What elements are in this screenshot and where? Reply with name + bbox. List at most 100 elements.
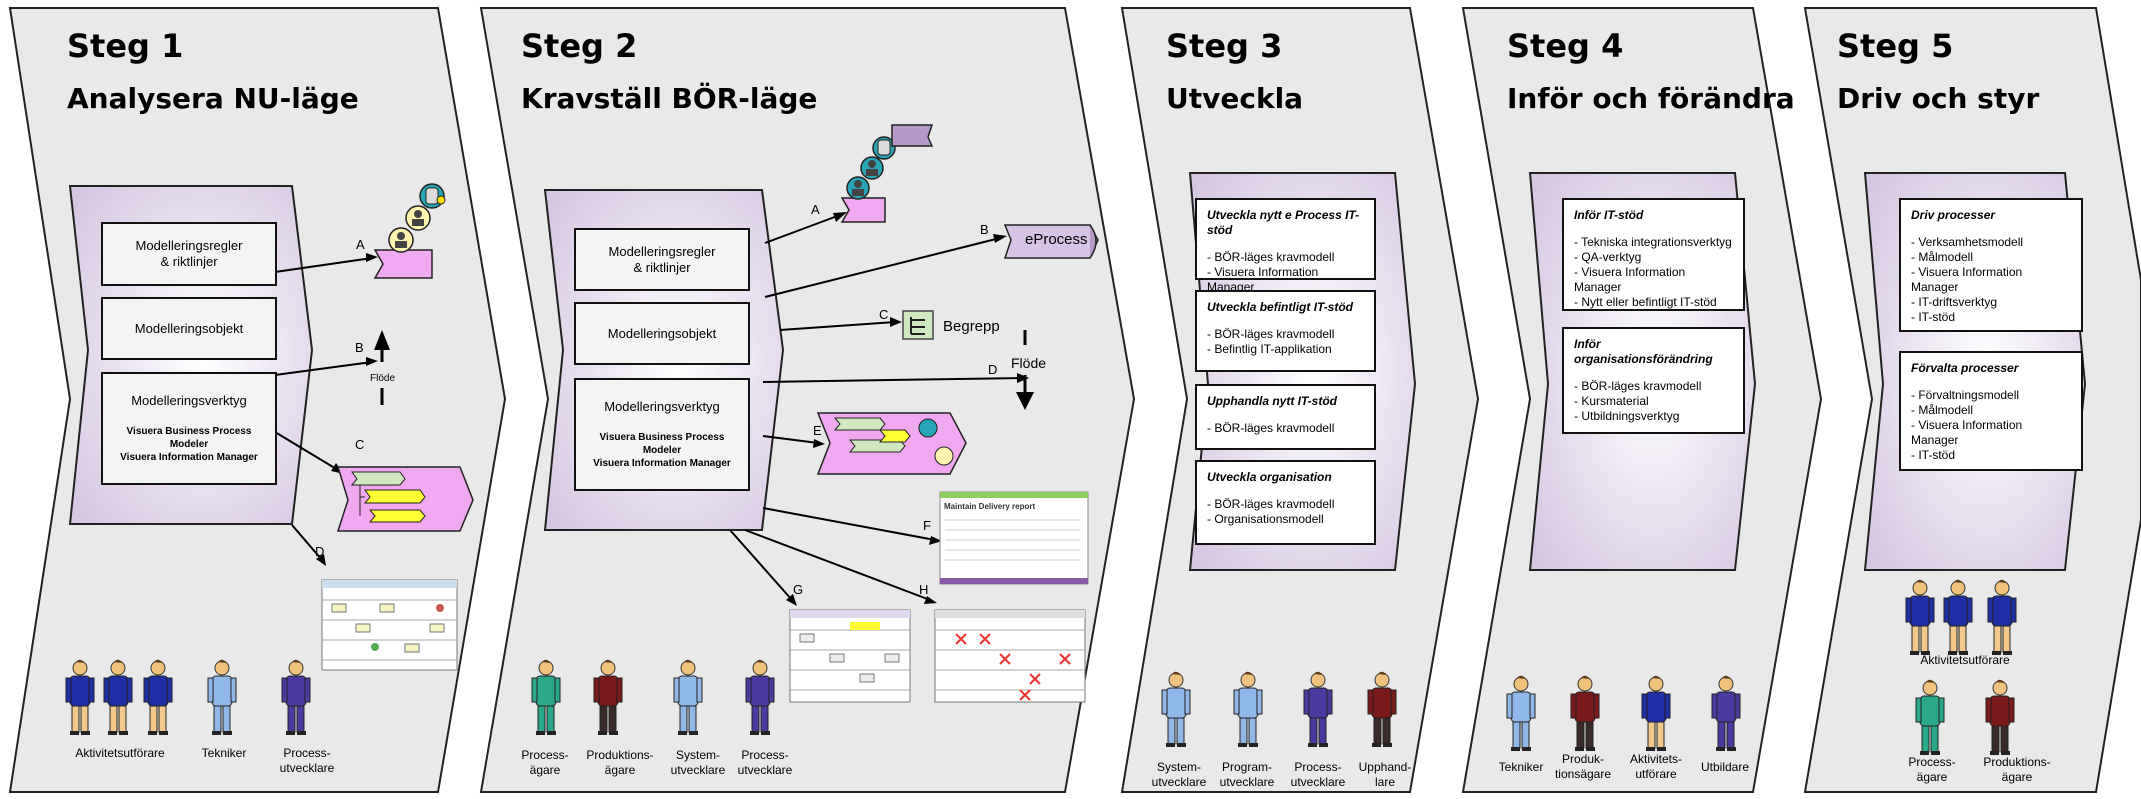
step5-role-activity: Aktivitetsutförare [1920,653,2010,667]
step2-letter-d: D [988,362,998,377]
step2-swimlane-g-thumbnail [789,609,911,703]
step5-box-1-item: - Visuera Information Manager [1911,265,2023,294]
step4-role-trainer: Utbildare [1700,760,1750,774]
step1-letter-d: D [315,544,325,559]
step2-letter-f: F [923,518,931,533]
step2-role-production-owner: Produktions- ägare [586,748,654,777]
step1-rules-label: Modelleringsregler & riktlinjer [135,238,243,269]
step2-tools-label: Modelleringsverktyg [604,399,720,414]
step4-role-production-owner: Produk- tionsägare [1554,752,1612,781]
stage-3-label: Steg 3 [1166,27,1283,65]
step4-role-activity: Aktivitets- utförare [1629,752,1682,781]
step4-box-2-item: - BÖR-läges kravmodell [1574,379,1702,393]
step1-org-model-icon [373,183,446,279]
concept-label: Begrepp [943,318,1000,335]
step2-role-process-owner: Process- ägare [521,748,569,777]
step5-box-2-item: - IT-stöd [1911,448,1956,462]
step1-rules-box: Modelleringsregler & riktlinjer [101,222,277,286]
step2-process-model-icon [816,412,967,475]
step1-role-technician: Tekniker [201,746,247,760]
step5-box-2-item: - Visuera Information Manager [1911,418,2023,447]
step4-box-2-title: Inför organisationsförändring [1574,337,1713,366]
eprocess-label: eProcess [1025,231,1088,248]
step2-flow-label: Flöde [1011,355,1047,371]
step1-letter-c: C [355,437,365,452]
report-title: Maintain Delivery report [944,502,1036,511]
step2-rules-box: Modelleringsregler & riktlinjer [574,228,750,291]
step2-letter-a: A [811,202,820,217]
step5-box-2-item: - Förvaltningsmodell [1911,388,2020,402]
stage-5-title: Driv och styr [1837,82,2040,115]
step2-flow-arrow [1016,330,1034,410]
step2-swimlane-h-thumbnail [934,609,1086,703]
step2-letter-b: B [980,222,989,237]
step3-role-program-dev: Program- utvecklare [1219,760,1275,789]
stage-1-title: Analysera NU-läge [67,82,359,115]
step4-box-2-item: - Kursmaterial [1574,394,1649,408]
step5-role-production-owner: Produktions- ägare [1983,755,2051,784]
report-thumbnail [939,491,1089,585]
step4-box-1-item: - Nytt eller befintligt IT-stöd [1574,295,1717,309]
step4-box-1-item: - Tekniska integrationsverktyg [1574,235,1732,249]
step1-objects-label: Modelleringsobjekt [134,320,244,336]
step1-objects-box: Modelleringsobjekt [101,297,277,360]
step5-box-1-item: - IT-driftsverktyg [1911,295,1998,309]
step4-box-1-item: - Visuera Information Manager [1574,265,1686,294]
step3-role-system-dev: System- utvecklare [1151,760,1207,789]
step1-tools-box: Modelleringsverktyg Visuera Business Pro… [101,372,277,485]
step5-box-1-item: - Verksamhetsmodell [1911,235,2024,249]
step1-role-activity: Aktivitetsutförare [75,746,165,760]
step4-box-org: Inför organisationsförändring - BÖR-läge… [1562,327,1745,434]
stage-4-label: Steg 4 [1507,27,1624,65]
step3-box-2-item: - BÖR-läges kravmodell [1207,327,1335,341]
step2-arrowheads [786,212,1029,606]
step2-org-model-icon [840,124,934,223]
step3-role-process-dev: Process- utvecklare [1290,760,1346,789]
concept-icon [902,310,934,340]
step4-box-it: Inför IT-stöd - Tekniska integrationsver… [1562,198,1745,311]
step1-arrows [274,257,373,561]
step2-letter-c: C [879,307,889,322]
step3-box-new-it: Utveckla nytt e Process IT-stöd - BÖR-lä… [1195,198,1376,294]
step5-box-1-item: - Målmodell [1911,250,1974,264]
step1-tool-im: Visuera Information Manager [120,452,258,463]
step2-objects-box: Modelleringsobjekt [574,302,750,365]
step3-box-organisation: Utveckla organisation - BÖR-läges kravmo… [1195,460,1376,545]
step3-box-4-title: Utveckla organisation [1207,470,1332,484]
step3-box-1-item: - BÖR-läges kravmodell [1207,250,1335,264]
stage-5-label: Steg 5 [1837,27,1954,65]
step1-flow-arrow [374,330,390,405]
step5-box-1-item: - IT-stöd [1911,310,1956,324]
step5-box-1-title: Driv processer [1911,208,1996,222]
stage-3-title: Utveckla [1166,82,1304,115]
step2-role-process-dev: Process- utvecklare [737,748,793,777]
step2-arrows [729,214,1023,601]
step3-box-2-item: - Befintlig IT-applikation [1207,342,1332,356]
step1-swimlane-thumbnail [321,579,458,671]
step3-box-2-title: Utveckla befintligt IT-stöd [1207,300,1354,314]
step2-letter-e: E [813,423,822,438]
stage-1-label: Steg 1 [67,27,184,65]
step1-letter-a: A [356,237,365,252]
step5-box-2-title: Förvalta processer [1911,361,2019,375]
step5-role-process-owner: Process- ägare [1908,755,1956,784]
step4-box-1-item: - QA-verktyg [1574,250,1642,264]
step2-letter-h: H [919,582,929,597]
step4-role-technician: Tekniker [1498,760,1544,774]
stage-4-title: Inför och förändra [1507,82,1795,115]
step1-tools-label: Modelleringsverktyg [131,393,247,408]
step2-objects-label: Modelleringsobjekt [607,325,717,341]
step4-box-2-item: - Utbildningsverktyg [1574,409,1680,423]
step2-role-system-dev: System- utvecklare [670,748,726,777]
step3-box-3-item: - BÖR-läges kravmodell [1207,421,1335,435]
step1-flow-label: Flöde [370,373,396,384]
step4-box-1-title: Inför IT-stöd [1574,208,1644,222]
step2-letter-g: G [793,582,804,597]
step2-tools-box: Modelleringsverktyg Visuera Business Pro… [574,378,750,491]
step2-tool-im: Visuera Information Manager [593,458,731,469]
step1-process-model-icon [336,466,474,532]
stage-2-label: Steg 2 [521,27,638,65]
step3-box-4-item: - Organisationsmodell [1207,512,1324,526]
step3-box-existing-it: Utveckla befintligt IT-stöd - BÖR-läges … [1195,290,1376,372]
